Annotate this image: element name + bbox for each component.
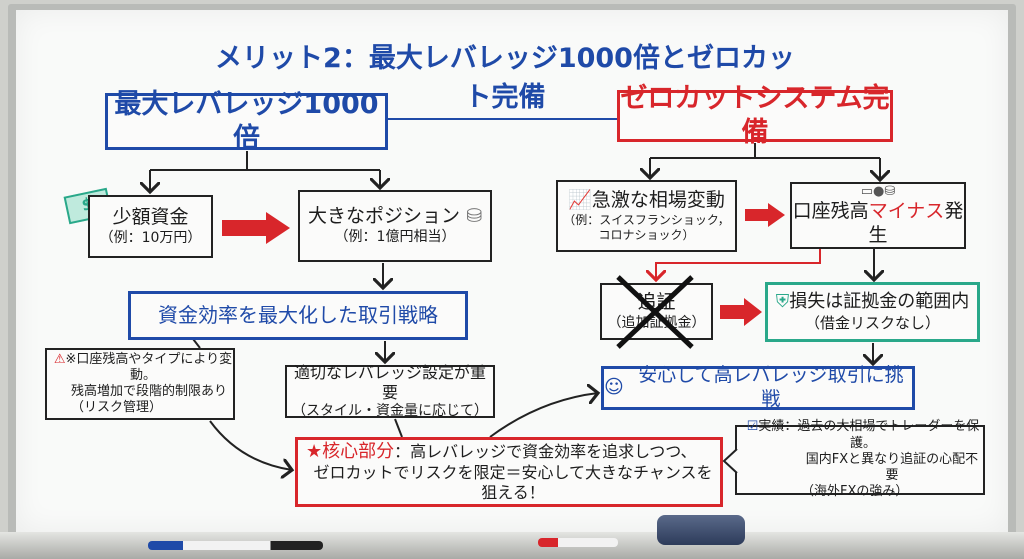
loss-limit-box: ⛨損失は証拠金の範囲内 （借金リスクなし）	[765, 282, 980, 342]
volatility-sub: コロナショック）	[598, 227, 695, 242]
note-callout: ⚠※口座残高やタイプにより変動。 残高増加で段階的制限あり （リスク管理）	[45, 348, 235, 420]
cross-out-icon	[616, 275, 694, 349]
core-line1: 高レバレッジで資金効率を追求しつつ、	[410, 441, 697, 461]
warning-icon: ⚠	[53, 351, 66, 367]
smiley-icon: ☺	[604, 376, 624, 399]
note-line: 残高増加で段階的制限あり	[71, 384, 228, 399]
core-label: 核心部分	[322, 440, 395, 462]
page-title: メリット2：最大レバレッジ1000倍とゼロカット完備	[205, 36, 805, 120]
volatility-box: 📈急激な相場変動 （例：スイスフランショック， コロナショック）	[556, 180, 737, 252]
small-funds-example: （例：10万円）	[99, 229, 202, 246]
small-funds-title: 少額資金	[112, 205, 189, 228]
big-position-example: （例：1億円相当）	[334, 229, 456, 246]
coins-icon: ⛁	[466, 205, 482, 228]
red-marker[interactable]	[538, 538, 618, 547]
negative-prefix: 口座残高	[792, 199, 869, 222]
note-line: ※口座残高やタイプにより変動。	[65, 351, 233, 383]
peace-box: ☺ 安心して高レバレッジ取引に挑戦	[601, 364, 915, 410]
record-line: 国内FXと異なり追証の心配不要	[805, 451, 979, 484]
blue-black-markers[interactable]	[148, 541, 323, 550]
core-line2: ゼロカットでリスクを限定＝安心して大きなチャンスを狙える！	[313, 463, 713, 503]
loss-limit-title: 損失は証拠金の範囲内	[789, 291, 970, 313]
account-balance-icon: ▭●⛁	[860, 183, 896, 199]
record-callout: ☑実績：過去の大相場でトレーダーを保護。 国内FXと異なり追証の心配不要 （海外…	[735, 419, 985, 499]
core-sep: ：	[394, 441, 411, 461]
margin-call-sub: （追加証拠金）	[607, 314, 706, 331]
setting-title: 適切なレバレッジ設定が重要	[293, 362, 486, 402]
loss-limit-sub: （借金リスクなし）	[804, 313, 940, 332]
core-box: ★核心部分：高レバレッジで資金効率を追求しつつ、 ゼロカットでリスクを限定＝安心…	[295, 437, 723, 507]
big-position-box: 大きなポジション ⛁ （例：1億円相当）	[298, 190, 492, 262]
margin-call-box: 追証 （追加証拠金）	[600, 275, 713, 349]
strategy-box: 資金効率を最大化した取引戦略	[128, 291, 468, 340]
volatility-title: 急激な相場変動	[591, 189, 725, 212]
star-icon: ★	[306, 440, 323, 462]
record-line: 過去の大相場でトレーダーを保護。	[797, 419, 980, 451]
record-label: 実績：	[758, 419, 798, 435]
negative-suffix: 発生	[868, 199, 964, 246]
zerocut-header: ゼロカットシステム完備	[617, 83, 893, 148]
note-line: （リスク管理）	[71, 400, 163, 416]
setting-sub: （スタイル・資金量に応じて）	[292, 402, 488, 419]
negative-highlight: マイナス	[868, 199, 945, 222]
shield-icon: ⛨	[775, 291, 790, 313]
leverage-header: 最大レバレッジ1000倍	[105, 89, 388, 154]
checkbox-icon: ☑	[746, 419, 759, 435]
record-line: （海外FXの強み）	[801, 484, 909, 500]
chart-trend-icon: 📈	[568, 189, 592, 212]
setting-box: 適切なレバレッジ設定が重要 （スタイル・資金量に応じて）	[285, 362, 495, 419]
small-funds-box: 少額資金 （例：10万円）	[88, 195, 213, 258]
eraser[interactable]	[657, 515, 745, 545]
peace-title: 安心して高レバレッジ取引に挑戦	[638, 364, 904, 410]
big-position-title: 大きなポジション	[308, 205, 461, 228]
negative-balance-box: ▭●⛁ 口座残高マイナス発生	[790, 182, 966, 249]
callout-tail	[722, 448, 738, 474]
volatility-sub: （例：スイスフランショック，	[563, 212, 730, 227]
red-arrows	[222, 203, 785, 326]
